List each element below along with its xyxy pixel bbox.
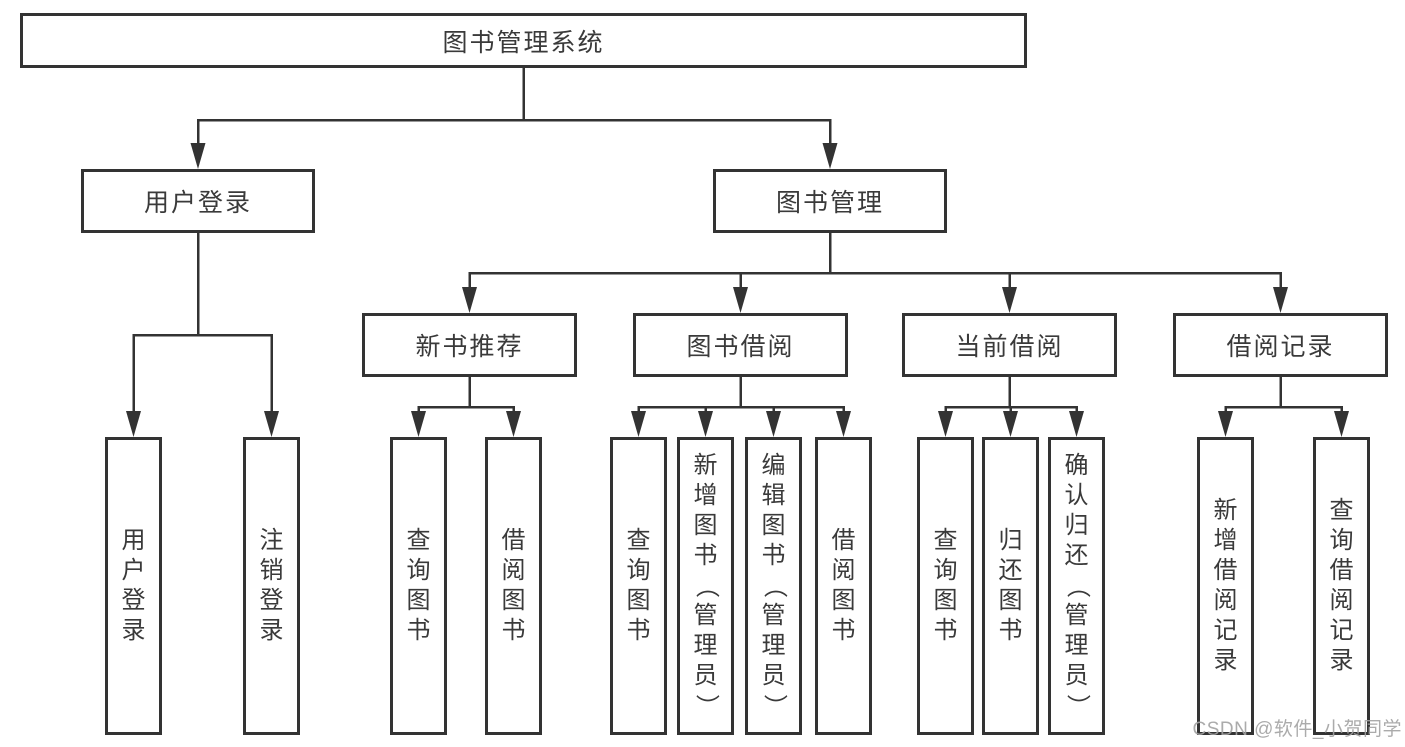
leaf-label: 新增借阅记录: [1213, 497, 1238, 674]
arrow-down-icon: [1069, 411, 1084, 437]
arrow-down-icon: [836, 411, 851, 437]
leaf-add-books-admin: 新增图书（管理员）: [677, 437, 734, 735]
leaf-label: 新增图书（管理员）: [692, 452, 720, 718]
arrow-down-icon: [733, 287, 748, 313]
leaf-borrow-books: 借阅图书: [815, 437, 872, 735]
node-current-borrow: 当前借阅: [902, 313, 1117, 377]
leaf-label: 确认归还（管理员）: [1063, 452, 1091, 718]
leaf-query-books-recommend: 查询图书: [390, 437, 447, 735]
arrow-down-icon: [938, 411, 953, 437]
node-borrow-records: 借阅记录: [1173, 313, 1388, 377]
arrow-down-icon: [1002, 287, 1017, 313]
arrow-down-icon: [126, 411, 141, 437]
leaf-label: 借阅图书: [831, 527, 856, 644]
leaf-label: 借阅图书: [501, 527, 526, 644]
node-book-borrow: 图书借阅: [633, 313, 848, 377]
leaf-label: 用户登录: [121, 527, 146, 644]
arrow-down-icon: [264, 411, 279, 437]
connector-userlogin-to-children: [132, 231, 273, 420]
connector-bookborrow-to-children: [637, 375, 845, 420]
leaf-query-books-borrow: 查询图书: [610, 437, 667, 735]
arrow-down-icon: [766, 411, 781, 437]
leaf-label: 归还图书: [998, 527, 1023, 644]
connector-newbook-to-children: [417, 375, 515, 420]
connector-bookmgmt-to-level3: [468, 231, 1282, 296]
arrow-down-icon: [411, 411, 426, 437]
arrow-down-icon: [822, 143, 838, 169]
arrow-down-icon: [698, 411, 713, 437]
arrow-down-icon: [1334, 411, 1349, 437]
node-root: 图书管理系统: [20, 13, 1027, 68]
leaf-label: 查询借阅记录: [1329, 497, 1354, 674]
arrow-down-icon: [1003, 411, 1018, 437]
leaf-borrow-books-recommend: 借阅图书: [485, 437, 542, 735]
leaf-query-borrow-record: 查询借阅记录: [1313, 437, 1370, 735]
connector-records-to-children: [1224, 375, 1343, 420]
connector-root-to-level2: [196, 66, 832, 152]
leaf-label: 查询图书: [626, 527, 651, 644]
leaf-label: 查询图书: [406, 527, 431, 644]
leaf-edit-books-admin: 编辑图书（管理员）: [745, 437, 802, 735]
arrow-down-icon: [190, 143, 206, 169]
arrow-down-icon: [1273, 287, 1288, 313]
leaf-add-borrow-record: 新增借阅记录: [1197, 437, 1254, 735]
csdn-watermark: CSDN @软件_小贺同学: [1192, 719, 1402, 740]
connector-currentborrow-to-children: [944, 375, 1078, 420]
leaf-query-books-current: 查询图书: [917, 437, 974, 735]
arrow-down-icon: [506, 411, 521, 437]
leaf-label: 注销登录: [259, 527, 284, 644]
leaf-confirm-return-admin: 确认归还（管理员）: [1048, 437, 1105, 735]
node-book-management: 图书管理: [713, 169, 947, 233]
arrow-down-icon: [462, 287, 477, 313]
leaf-user-login: 用户登录: [105, 437, 162, 735]
node-user-login: 用户登录: [81, 169, 315, 233]
arrow-down-icon: [1218, 411, 1233, 437]
node-new-book-recommend: 新书推荐: [362, 313, 577, 377]
leaf-label: 查询图书: [933, 527, 958, 644]
leaf-label: 编辑图书（管理员）: [760, 452, 788, 718]
leaf-return-books: 归还图书: [982, 437, 1039, 735]
leaf-logout: 注销登录: [243, 437, 300, 735]
arrow-down-icon: [631, 411, 646, 437]
